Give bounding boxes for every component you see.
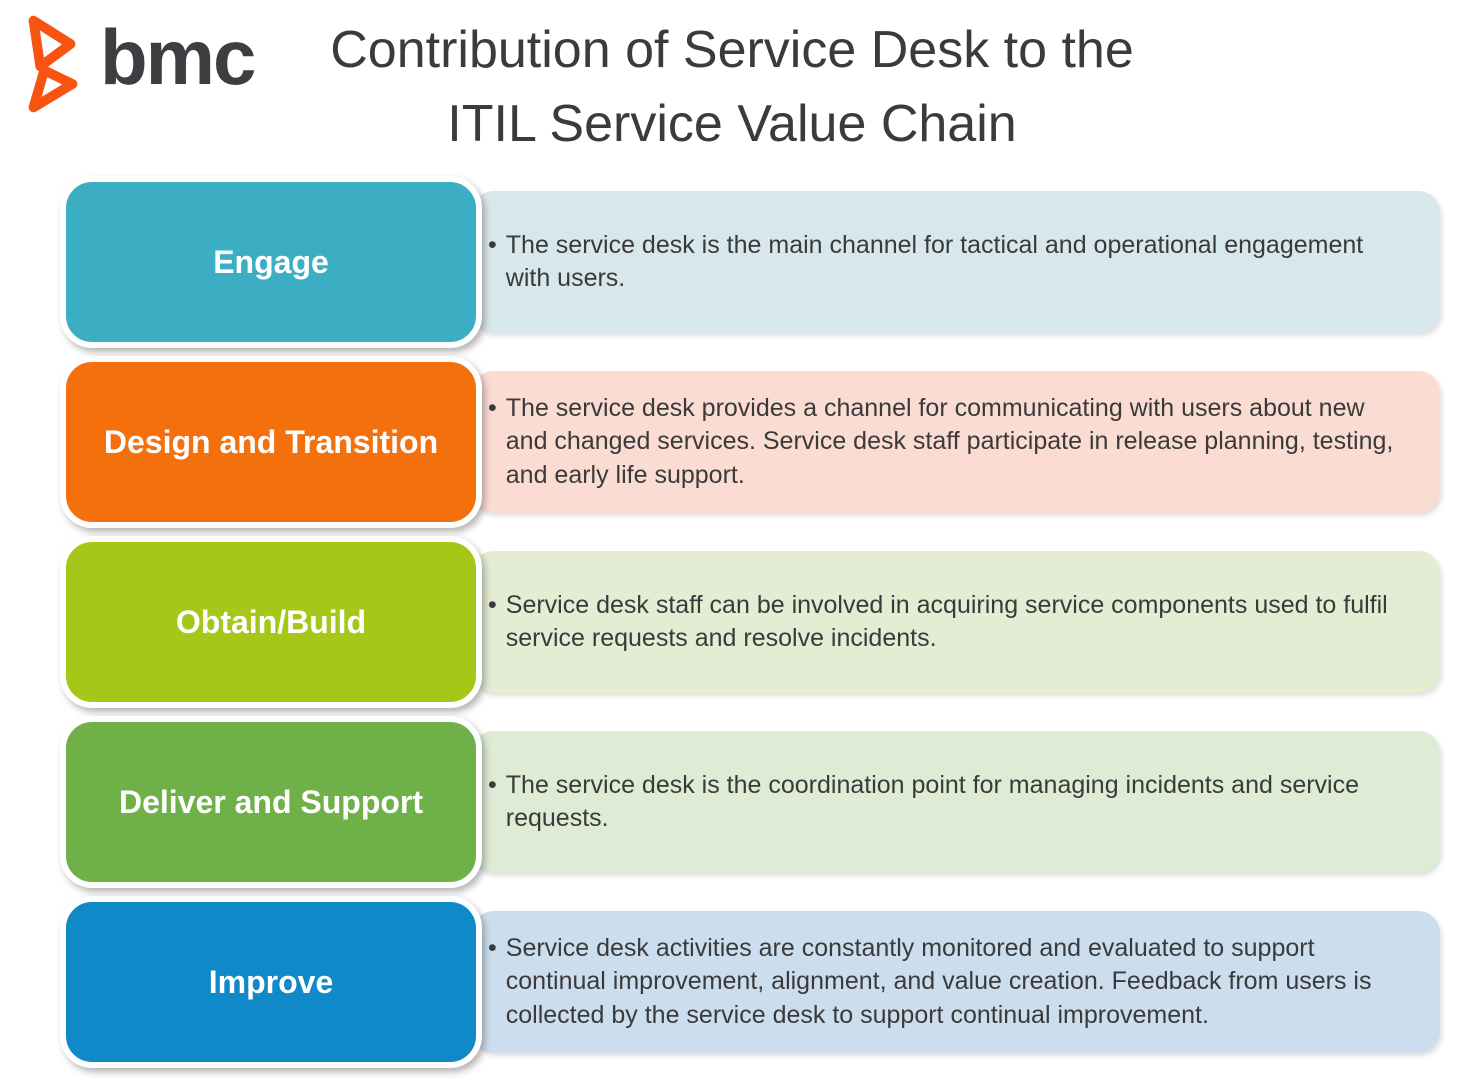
stage-description-panel: • Service desk staff can be involved in …: [472, 551, 1440, 693]
stage-description: The service desk is the coordination poi…: [505, 770, 1360, 832]
stage-label: Engage: [213, 243, 329, 280]
stage-box: Improve: [60, 896, 482, 1068]
stage-description: The service desk provides a channel for …: [505, 394, 1394, 489]
page-header: bmc Contribution of Service Desk to the …: [0, 0, 1464, 172]
stage-description: Service desk staff can be involved in ac…: [505, 590, 1388, 652]
stage-box: Engage: [60, 176, 482, 348]
bullet-icon: •: [488, 230, 497, 259]
stage-label: Obtain/Build: [175, 603, 367, 640]
value-chain-row: Improve • Service desk activities are co…: [60, 892, 1440, 1072]
stage-description-panel: • The service desk provides a channel fo…: [472, 371, 1440, 513]
bullet-icon: •: [488, 770, 497, 799]
page-title-line2: ITIL Service Value Chain: [447, 94, 1017, 153]
bullet-item: • Service desk activities are constantly…: [488, 932, 1394, 1032]
stage-label: Deliver and Support: [118, 783, 424, 820]
value-chain-row: Obtain/Build • Service desk staff can be…: [60, 532, 1440, 712]
stage-description-panel: • The service desk is the main channel f…: [472, 191, 1440, 333]
bullet-item: • The service desk provides a channel fo…: [488, 392, 1394, 492]
value-chain-row: Design and Transition • The service desk…: [60, 352, 1440, 532]
bullet-item: • Service desk staff can be involved in …: [488, 589, 1394, 656]
value-chain-row: Deliver and Support • The service desk i…: [60, 712, 1440, 892]
bullet-item: • The service desk is the coordination p…: [488, 769, 1394, 836]
page-title-line1: Contribution of Service Desk to the: [330, 21, 1134, 79]
bullet-icon: •: [488, 394, 497, 423]
value-chain-row: Engage • The service desk is the main ch…: [60, 172, 1440, 352]
stage-box: Design and Transition: [60, 356, 482, 528]
bullet-item: • The service desk is the main channel f…: [488, 229, 1394, 296]
stage-label: Improve: [208, 963, 334, 1000]
stage-box: Obtain/Build: [60, 536, 482, 708]
stage-description-panel: • The service desk is the coordination p…: [472, 731, 1440, 873]
bullet-icon: •: [488, 590, 497, 619]
bmc-chevrons-icon: [28, 15, 78, 113]
stage-box: Deliver and Support: [60, 716, 482, 888]
page-title: Contribution of Service Desk to the ITIL…: [0, 0, 1464, 162]
bmc-logo: bmc: [14, 12, 256, 116]
stage-label: Design and Transition: [103, 423, 439, 460]
stage-description-panel: • Service desk activities are constantly…: [472, 911, 1440, 1053]
bullet-icon: •: [488, 934, 497, 963]
stage-description: The service desk is the main channel for…: [505, 230, 1364, 292]
value-chain-rows: Engage • The service desk is the main ch…: [0, 172, 1464, 1072]
bmc-logo-text: bmc: [100, 12, 256, 101]
stage-description: Service desk activities are constantly m…: [505, 934, 1372, 1029]
